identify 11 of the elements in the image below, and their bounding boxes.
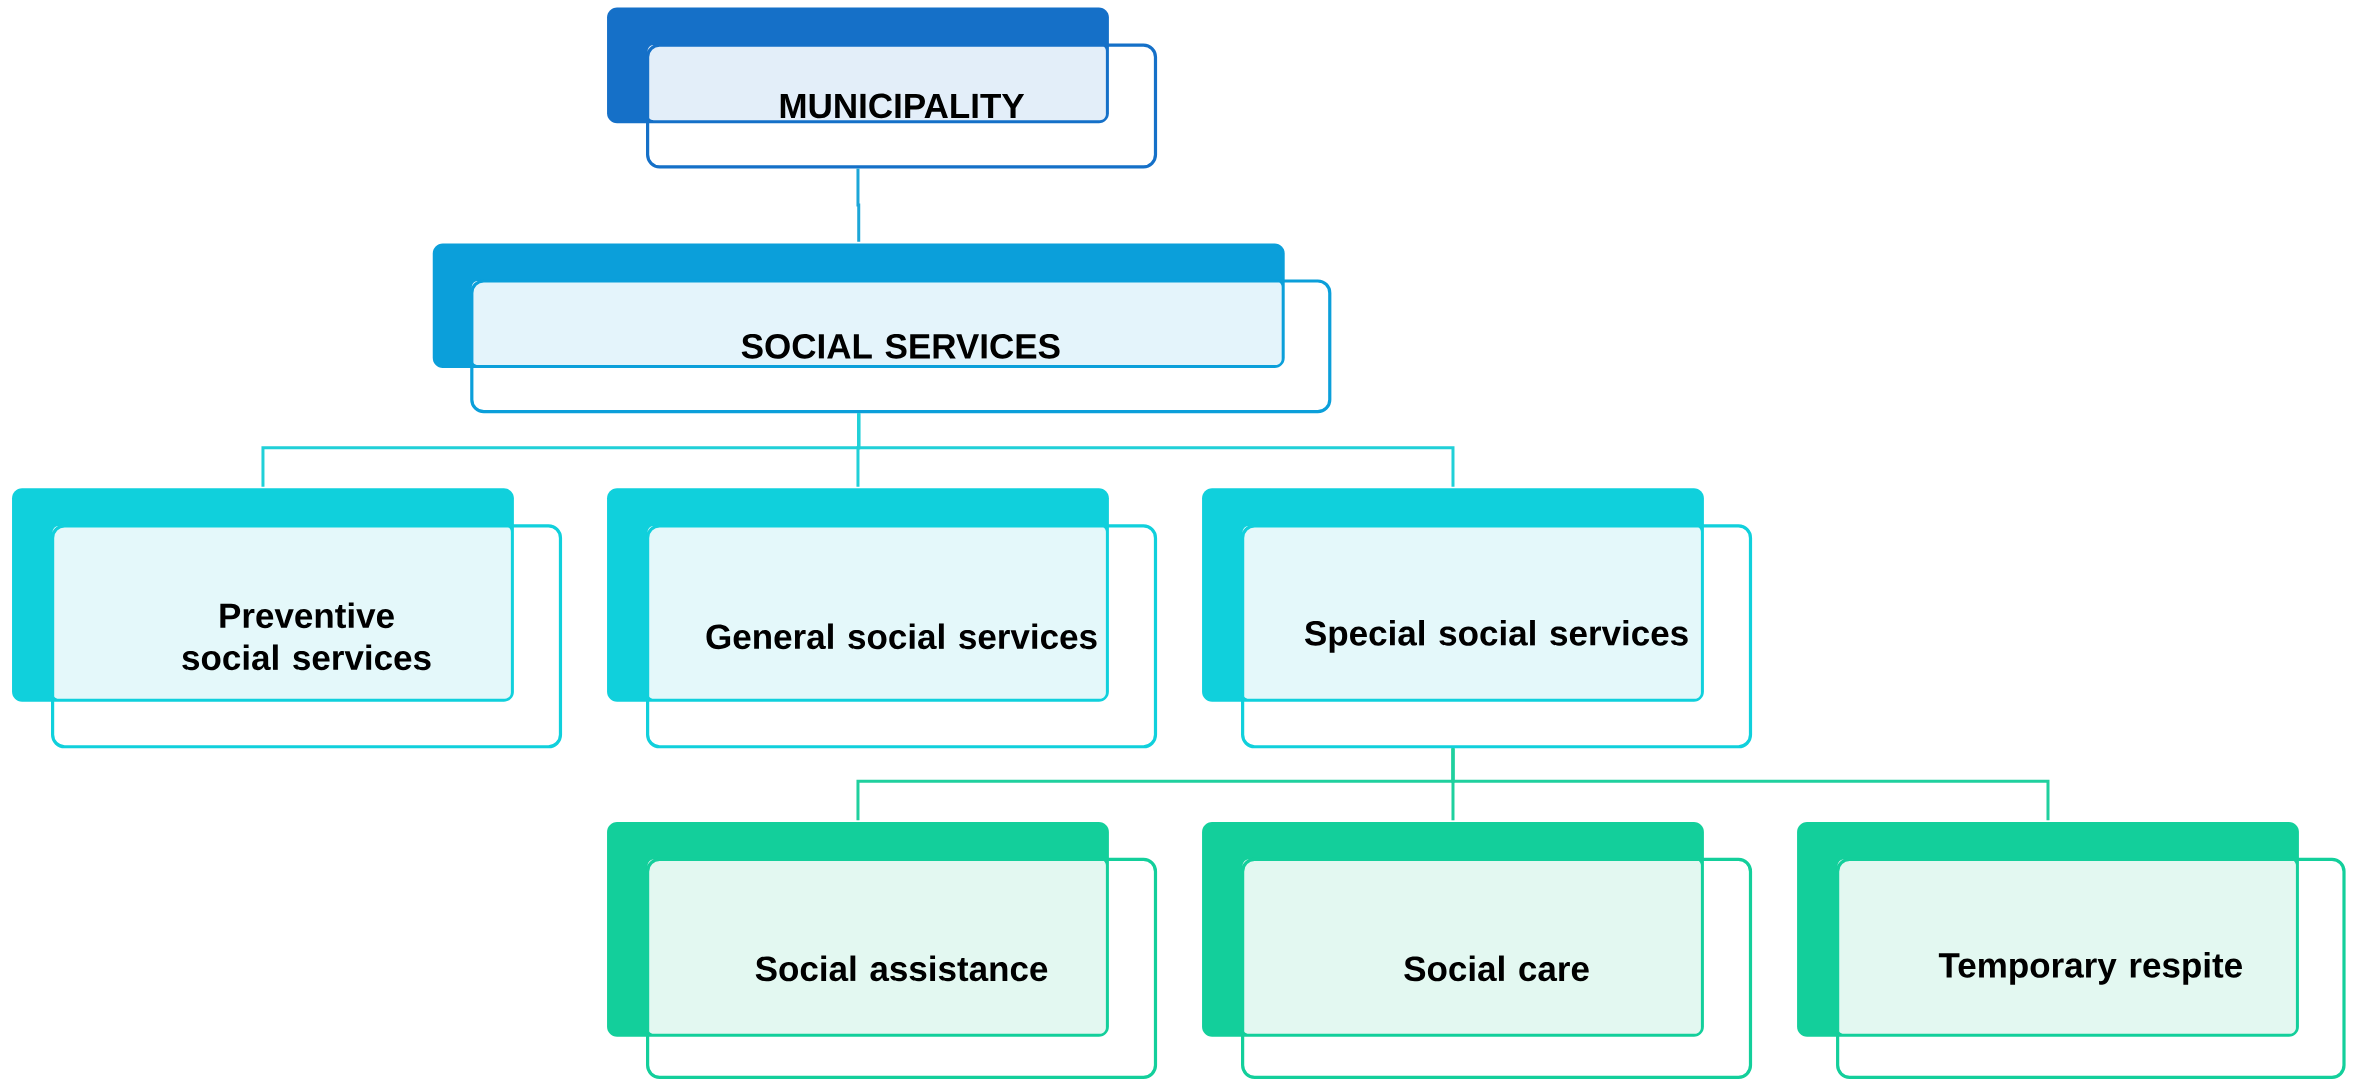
org-box: Social care xyxy=(1202,821,1753,1079)
connector-line xyxy=(1451,748,2050,821)
connector-line xyxy=(856,168,861,242)
org-box: Preventive social services xyxy=(12,488,563,749)
org-box: MUNICIPALITY xyxy=(607,7,1158,169)
org-box: Special social services xyxy=(1202,488,1753,749)
org-box: Temporary respite xyxy=(1797,821,2346,1079)
connector-line xyxy=(857,413,1455,487)
org-box: SOCIAL SERVICES xyxy=(432,243,1332,414)
org-box: Social assistance xyxy=(607,821,1158,1079)
org-box: General social services xyxy=(607,488,1158,749)
